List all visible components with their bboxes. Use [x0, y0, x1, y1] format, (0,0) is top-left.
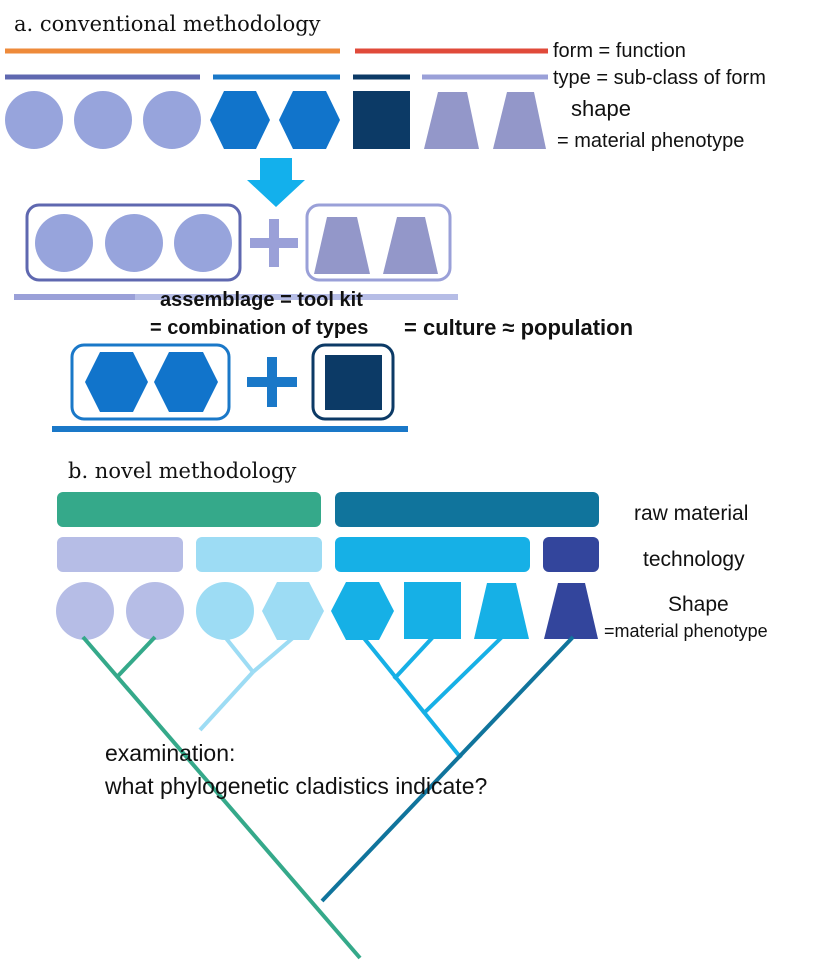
group-box-trapezoids	[305, 203, 452, 282]
shape-circle	[105, 214, 163, 272]
group-box-hexagons	[70, 343, 231, 421]
raw-material-label: raw material	[634, 502, 748, 525]
shape-hexagon	[262, 582, 324, 640]
shape-hexagon	[331, 582, 394, 640]
raw-material-bar-teal	[335, 492, 599, 527]
section-a-heading: a. conventional methodology	[14, 12, 321, 36]
technology-bar-sky	[335, 537, 530, 572]
shape-circle	[5, 91, 63, 149]
shape-square	[325, 355, 382, 410]
plus-icon	[250, 219, 298, 267]
technology-bar-lavender	[57, 537, 183, 572]
raw-material-bar-green	[57, 492, 321, 527]
technology-bar-pale-sky	[196, 537, 322, 572]
shape-trapezoid	[314, 217, 370, 274]
group-box-circles	[25, 203, 242, 282]
technology-bar-deep-blue	[543, 537, 599, 572]
examination-question: what phylogenetic cladistics indicate?	[104, 773, 487, 799]
shape-square	[353, 91, 410, 149]
shape-circle	[174, 214, 232, 272]
shape-circle	[56, 582, 114, 640]
tree-branch	[81, 635, 362, 960]
shape-square	[404, 582, 461, 639]
shape-trapezoid	[383, 217, 438, 274]
tree-branch	[251, 635, 296, 674]
group-box-square	[311, 343, 395, 421]
shape-label: Shape	[668, 593, 729, 616]
assemblage-combination-label: = combination of types	[150, 317, 368, 339]
shape-hexagon	[210, 91, 270, 149]
shape-hexagon	[154, 352, 218, 412]
shape-trapezoid	[544, 583, 598, 639]
legend-phenotype: = material phenotype	[557, 130, 744, 152]
phenotype-label: =material phenotype	[604, 621, 768, 641]
legend-form: form = function	[553, 40, 686, 62]
legend-type: type = sub-class of form	[553, 67, 766, 89]
phylogenetic-tree	[81, 635, 575, 960]
culture-label: = culture ≈ population	[404, 315, 633, 340]
tree-branch	[320, 635, 575, 903]
shape-circle	[35, 214, 93, 272]
shape-hexagon	[279, 91, 340, 149]
down-arrow-icon	[247, 158, 305, 207]
shape-hexagon	[85, 352, 148, 412]
shape-circle	[143, 91, 201, 149]
tree-branch	[392, 635, 435, 681]
tree-branch	[361, 635, 463, 760]
section-b-heading: b. novel methodology	[68, 459, 296, 483]
examination-label: examination:	[105, 740, 235, 766]
shape-circle	[74, 91, 132, 149]
tree-branch	[223, 635, 255, 674]
assemblage-label: assemblage = tool kit	[160, 289, 363, 311]
shape-circle	[126, 582, 184, 640]
shape-trapezoid	[424, 92, 479, 149]
shape-trapezoid	[493, 92, 546, 149]
technology-label: technology	[643, 548, 745, 571]
shape-circle	[196, 582, 254, 640]
plus-icon	[247, 357, 297, 407]
tree-branch	[115, 635, 157, 679]
legend-shape: shape	[571, 96, 631, 121]
tree-branch	[421, 635, 504, 716]
shape-trapezoid	[474, 583, 529, 639]
tree-branch	[198, 670, 255, 732]
